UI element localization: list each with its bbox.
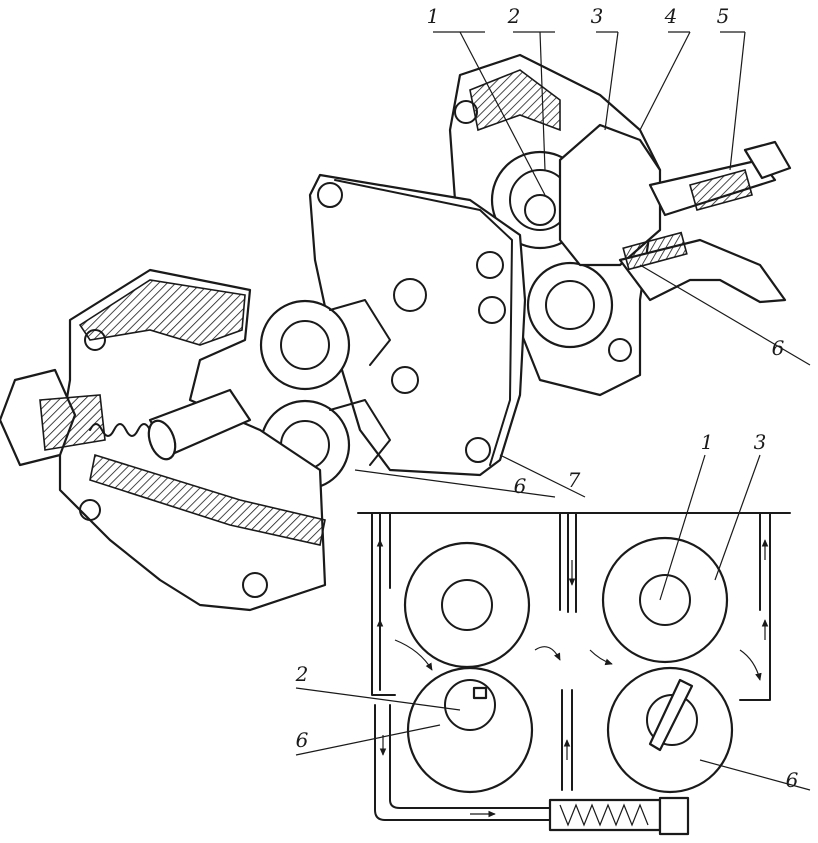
callout-6-top: 6 — [771, 336, 785, 360]
callout-3-top: 3 — [590, 4, 604, 28]
callout-1-schematic: 1 — [700, 430, 714, 454]
driven-gear-top — [526, 261, 614, 349]
bolt-hole — [79, 499, 101, 521]
cover-hole — [393, 278, 427, 312]
cover-hole — [391, 366, 419, 394]
bolt-hole — [454, 100, 478, 124]
gear-icon — [406, 666, 534, 794]
spring-icon — [548, 796, 690, 836]
plunger-pin — [147, 388, 252, 461]
relief-plug — [0, 368, 106, 467]
gear-icon — [403, 541, 531, 669]
callout-6-schematic-right: 6 — [785, 768, 799, 792]
callout-6-middle: 6 — [513, 474, 527, 498]
housing-left-section — [78, 279, 246, 346]
callout-1-top: 1 — [426, 4, 440, 28]
flow-arrows — [376, 539, 769, 818]
spring-icon — [89, 423, 151, 437]
bushing — [622, 231, 688, 271]
gear-icon — [601, 536, 729, 664]
leader-lines — [295, 31, 811, 791]
drive-shaft — [648, 140, 792, 217]
bolt-hole — [242, 572, 268, 598]
bolt-hole — [465, 437, 491, 463]
schematic — [357, 512, 791, 836]
cover-hole — [476, 251, 504, 279]
arrow-icon — [534, 646, 561, 661]
housing-section-top — [469, 69, 561, 132]
bolt-hole — [317, 182, 343, 208]
callout-4-top: 4 — [664, 4, 678, 28]
callout-7-middle: 7 — [567, 468, 581, 492]
gear-teeth-stack — [558, 123, 662, 267]
callout-3-schematic: 3 — [753, 430, 767, 454]
callout-2-top: 2 — [507, 4, 521, 28]
gear-icon — [606, 666, 734, 794]
callout-5-top: 5 — [716, 4, 730, 28]
housing-left — [0, 268, 327, 612]
cover-hole — [478, 296, 506, 324]
arrow-icon — [394, 639, 433, 671]
arrow-icon — [589, 649, 613, 666]
bolt-hole — [84, 329, 106, 351]
gear-upper-middle — [259, 299, 391, 391]
bolt-hole — [608, 338, 632, 362]
arrow-icon — [739, 649, 762, 681]
pump-assembly-top — [448, 53, 792, 397]
callout-2-schematic: 2 — [295, 662, 309, 686]
callout-6-schematic-left: 6 — [295, 728, 309, 752]
